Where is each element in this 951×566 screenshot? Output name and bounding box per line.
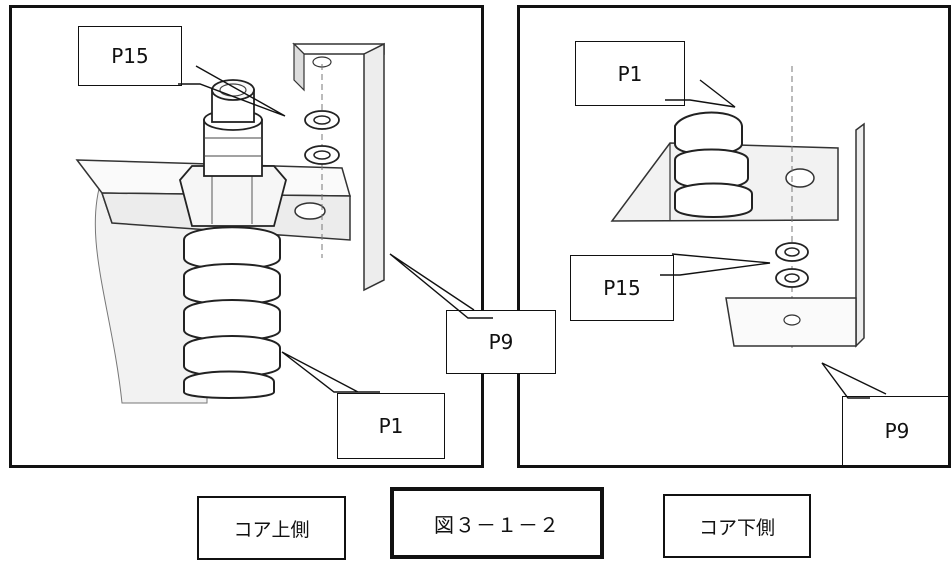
callout-p15: P15 — [78, 26, 182, 86]
figure-number: 図３－１－２ — [390, 487, 604, 559]
callout-p15-right: P15 — [570, 255, 674, 321]
bolt-assembly — [179, 79, 287, 227]
washers-p15-left — [304, 110, 340, 165]
spring-coils-p1-left — [183, 226, 281, 399]
callout-p9-left: P9 — [446, 310, 556, 374]
flange-hole — [294, 202, 326, 220]
left-panel-core-top-view: P15 P1 — [9, 5, 484, 468]
spring-coils-p1-right — [674, 111, 753, 218]
caption-core-top: コア上側 — [197, 496, 346, 560]
right-panel-drawing — [610, 66, 865, 348]
callout-p9-right: P9 — [842, 396, 948, 465]
washers-p15-right — [775, 242, 809, 288]
caption-core-bottom: コア下側 — [663, 494, 811, 558]
right-panel-core-bottom-view: P1 P15 P9 — [517, 5, 951, 468]
callout-p1-right: P1 — [575, 41, 685, 106]
left-panel-drawing — [75, 42, 385, 404]
bracket-p9-right — [725, 122, 865, 348]
bracket-p9-left — [363, 42, 385, 292]
callout-p1: P1 — [337, 393, 445, 459]
